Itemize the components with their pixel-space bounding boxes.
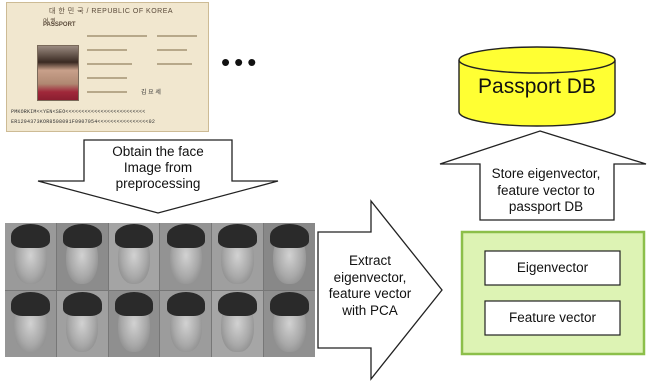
face-thumbnail	[160, 223, 212, 290]
passport-photo	[37, 45, 79, 101]
down-arrow	[37, 139, 279, 214]
passport-subheader: 여 권	[43, 19, 56, 25]
passport-field-line	[157, 63, 192, 65]
face-thumbnail	[56, 290, 108, 357]
passport-label: PASSPORT	[43, 22, 76, 28]
passport-image: 대 한 민 국 / REPUBLIC OF KOREA 여 권 PASSPORT…	[6, 2, 209, 132]
store-label: Store eigenvector, feature vector to pas…	[491, 166, 601, 214]
face-thumbnail	[160, 290, 212, 357]
passport-field-line	[87, 77, 127, 79]
face-thumbnail	[5, 290, 56, 357]
face-thumbnail	[56, 223, 108, 290]
eigenvector-box	[484, 250, 621, 286]
feature-panel	[460, 230, 646, 356]
face-thumbnail	[5, 223, 56, 290]
face-thumbnail	[212, 223, 264, 290]
passport-field-line	[87, 35, 147, 37]
passport-field-line	[157, 35, 197, 37]
passport-field-line	[157, 49, 187, 51]
passport-db-label: Passport DB	[478, 75, 596, 98]
passport-signature: 김 요 세	[141, 90, 161, 96]
ellipsis: •••	[221, 47, 261, 77]
extract-label: Extract eigenvector, feature vector with…	[328, 253, 412, 318]
up-arrow	[439, 130, 647, 221]
obtain-face-label: Obtain the face Image from preprocessing	[112, 144, 204, 191]
face-thumbnail	[264, 223, 315, 290]
passport-field-line	[87, 49, 127, 51]
right-arrow	[317, 199, 443, 381]
passport-db-cylinder	[458, 46, 616, 127]
feature-vector-label: Feature vector	[508, 310, 597, 325]
face-thumbnail	[108, 223, 160, 290]
passport-mrz-line-2: ER1294373KOR8508091F0907054<<<<<<<<<<<<<…	[11, 119, 156, 125]
feature-vector-box	[484, 300, 621, 336]
passport-header: 대 한 민 국 / REPUBLIC OF KOREA	[49, 8, 174, 15]
face-image-grid	[5, 223, 315, 357]
passport-field-line	[87, 63, 132, 65]
passport-mrz-line-1: PMKORKIM<<YEN<SEO<<<<<<<<<<<<<<<<<<<<<<<…	[11, 109, 146, 115]
face-thumbnail	[108, 290, 160, 357]
face-thumbnail	[212, 290, 264, 357]
passport-field-line	[87, 91, 127, 93]
eigenvector-label: Eigenvector	[516, 260, 589, 275]
face-thumbnail	[264, 290, 315, 357]
